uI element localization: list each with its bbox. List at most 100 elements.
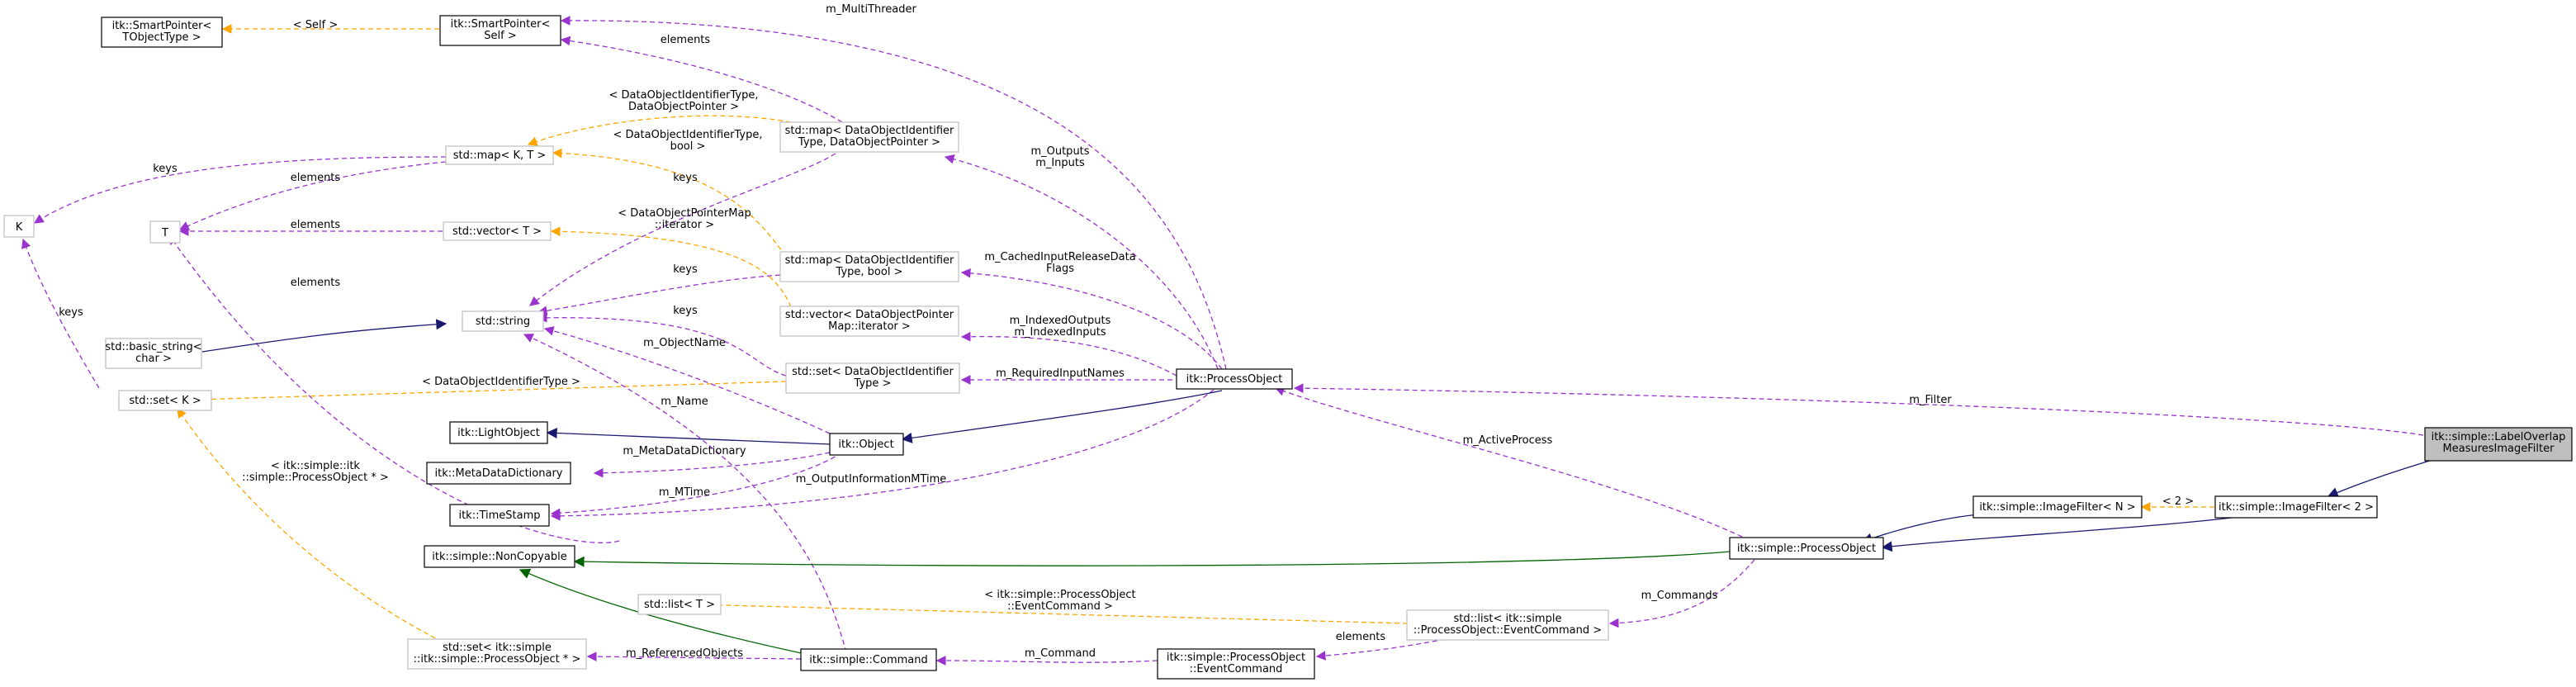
text-line: < DataObjectIdentifierType > (422, 376, 580, 388)
text-line: m_Filter (1909, 394, 1952, 406)
edge-vector-dataobject-template (550, 226, 792, 308)
node-label: std::list< T > (644, 599, 715, 611)
node-basic-string[interactable]: std::basic_string<char > (105, 338, 202, 369)
edge-command (935, 656, 1158, 666)
edge-set-dataobject-keys (537, 312, 787, 377)
node-k[interactable]: K (3, 215, 35, 238)
node-itk-simple-command[interactable]: itk::simple::Command (800, 648, 937, 671)
text-line: std::list< itk::simple (1454, 613, 1562, 625)
edge-lightobject-to-object (546, 427, 831, 445)
node-itk-metadatadictionary[interactable]: itk::MetaDataDictionary (426, 462, 571, 485)
edge-metadatadictionary (593, 452, 831, 478)
text-line: < DataObjectPointerMap (618, 207, 751, 220)
node-map-k-t[interactable]: std::map< K, T > (445, 145, 554, 165)
edge-list-eventcommand-template (694, 599, 1409, 624)
edge-label-self: < Self > (293, 19, 339, 31)
node-label: itk::ProcessObject (1186, 373, 1283, 386)
text-line: itk::simple::LabelOverlap (2432, 431, 2566, 443)
edge-map-kt-keys (34, 156, 447, 224)
text-line: TObjectType > (121, 31, 201, 44)
node-vector-t[interactable]: std::vector< T > (443, 221, 552, 241)
text-line: K (16, 221, 23, 234)
text-line: keys (153, 163, 178, 175)
edge-label-elements-t: elements (291, 172, 341, 184)
node-smartpointer-tobjecttype[interactable]: itk::SmartPointer<TObjectType > (101, 17, 223, 48)
text-line: ::EventCommand > (1007, 600, 1113, 613)
text-line: std::vector< T > (452, 225, 542, 238)
node-itk-object[interactable]: itk::Object (829, 433, 904, 456)
node-label: itk::MetaDataDictionary (435, 467, 563, 480)
edge-imagefilter-2-to-labeloverlap (2327, 455, 2446, 498)
node-list-eventcommand[interactable]: std::list< itk::simple::ProcessObject::E… (1406, 609, 1609, 641)
node-std-string[interactable]: std::string (462, 310, 544, 332)
edge-outputs-inputs (944, 154, 1219, 370)
edge-map-kt-elements (178, 161, 447, 230)
text-line: m_Name (661, 396, 708, 408)
text-line: m_OutputInformationMTime (796, 473, 947, 486)
node-label: itk::Object (838, 438, 893, 451)
text-line: ::iterator > (655, 219, 714, 231)
text-line: m_ObjectName (643, 337, 726, 349)
text-line: elements (291, 277, 341, 289)
node-std-list-t[interactable]: std::list< T > (637, 594, 722, 615)
node-set-k[interactable]: std::set< K > (118, 390, 212, 411)
node-itk-lightobject[interactable]: itk::LightObject (449, 421, 548, 444)
text-line: m_MTime (659, 486, 710, 499)
text-line: itk::LightObject (457, 427, 540, 439)
edge-labels: < Self > elements m_MultiThreader < Data… (59, 3, 2194, 660)
text-line: itk::simple::Command (809, 654, 927, 666)
node-label: itk::simple::ProcessObject::EventCommand (1167, 651, 1305, 675)
text-line: itk::SmartPointer< (112, 20, 212, 32)
node-set-simple-processobject[interactable]: std::set< itk::simple::itk::simple::Proc… (407, 638, 587, 670)
text-line: std::map< DataObjectIdentifier (785, 125, 954, 137)
text-line: < itk::simple::ProcessObject (984, 589, 1135, 601)
edge-label-command: m_Command (1025, 647, 1096, 660)
text-line: m_Outputs (1030, 145, 1089, 158)
node-label: K (16, 221, 23, 234)
node-simple-processobject-eventcommand[interactable]: itk::simple::ProcessObject::EventCommand (1157, 648, 1315, 680)
text-line: < 2 > (2162, 495, 2194, 508)
text-line: m_RequiredInputNames (996, 367, 1125, 380)
node-imagefilter-2[interactable]: itk::simple::ImageFilter< 2 > (2214, 495, 2378, 519)
node-label: std::map< K, T > (453, 149, 547, 162)
edge-referencedobjects (586, 651, 802, 661)
edge-set-dataobject-template (195, 381, 787, 405)
node-t[interactable]: T (149, 220, 181, 244)
text-line: std::basic_string< (105, 341, 201, 353)
text-line: itk::simple::NonCopyable (432, 551, 566, 563)
node-label: itk::simple::ImageFilter< 2 > (2218, 501, 2374, 514)
edges (21, 16, 2446, 666)
node-itk-simple-processobject[interactable]: itk::simple::ProcessObject (1729, 537, 1884, 560)
edge-map-dataobject-keys (529, 148, 843, 306)
edge-label-dataobjectidentifiertype: < DataObjectIdentifierType > (422, 376, 580, 388)
text-line: elements (1336, 631, 1386, 643)
node-itk-timestamp[interactable]: itk::TimeStamp (449, 504, 550, 527)
text-line: ::itk::simple::ProcessObject * > (414, 653, 581, 666)
node-itk-simple-noncopyable[interactable]: itk::simple::NonCopyable (424, 545, 575, 568)
text-line: keys (59, 306, 83, 319)
node-imagefilter-n[interactable]: itk::simple::ImageFilter< N > (1972, 495, 2143, 519)
text-line: MeasuresImageFilter (2443, 443, 2555, 455)
edge-label-elements-list: elements (1336, 631, 1386, 643)
text-line: ::simple::ProcessObject * > (242, 471, 389, 484)
edge-label-metadatadictionary: m_MetaDataDictionary (623, 445, 746, 457)
text-line: < DataObjectIdentifierType, (609, 89, 759, 102)
node-smartpointer-self[interactable]: itk::SmartPointer<Self > (439, 15, 561, 46)
node-label: itk::simple::NonCopyable (432, 551, 566, 563)
node-label: T (161, 227, 168, 239)
edge-simple-processobject-to-imagefilter-2 (1881, 515, 2247, 552)
node-itk-processobject[interactable]: itk::ProcessObject (1176, 368, 1293, 390)
edge-label-elements-t2: elements (291, 277, 341, 289)
node-label: std::set< itk::simple::itk::simple::Proc… (414, 642, 581, 666)
edge-label-multithreader: m_MultiThreader (826, 3, 916, 16)
edge-label-keys-map: keys (673, 172, 698, 184)
text-line: std::map< K, T > (453, 149, 547, 162)
